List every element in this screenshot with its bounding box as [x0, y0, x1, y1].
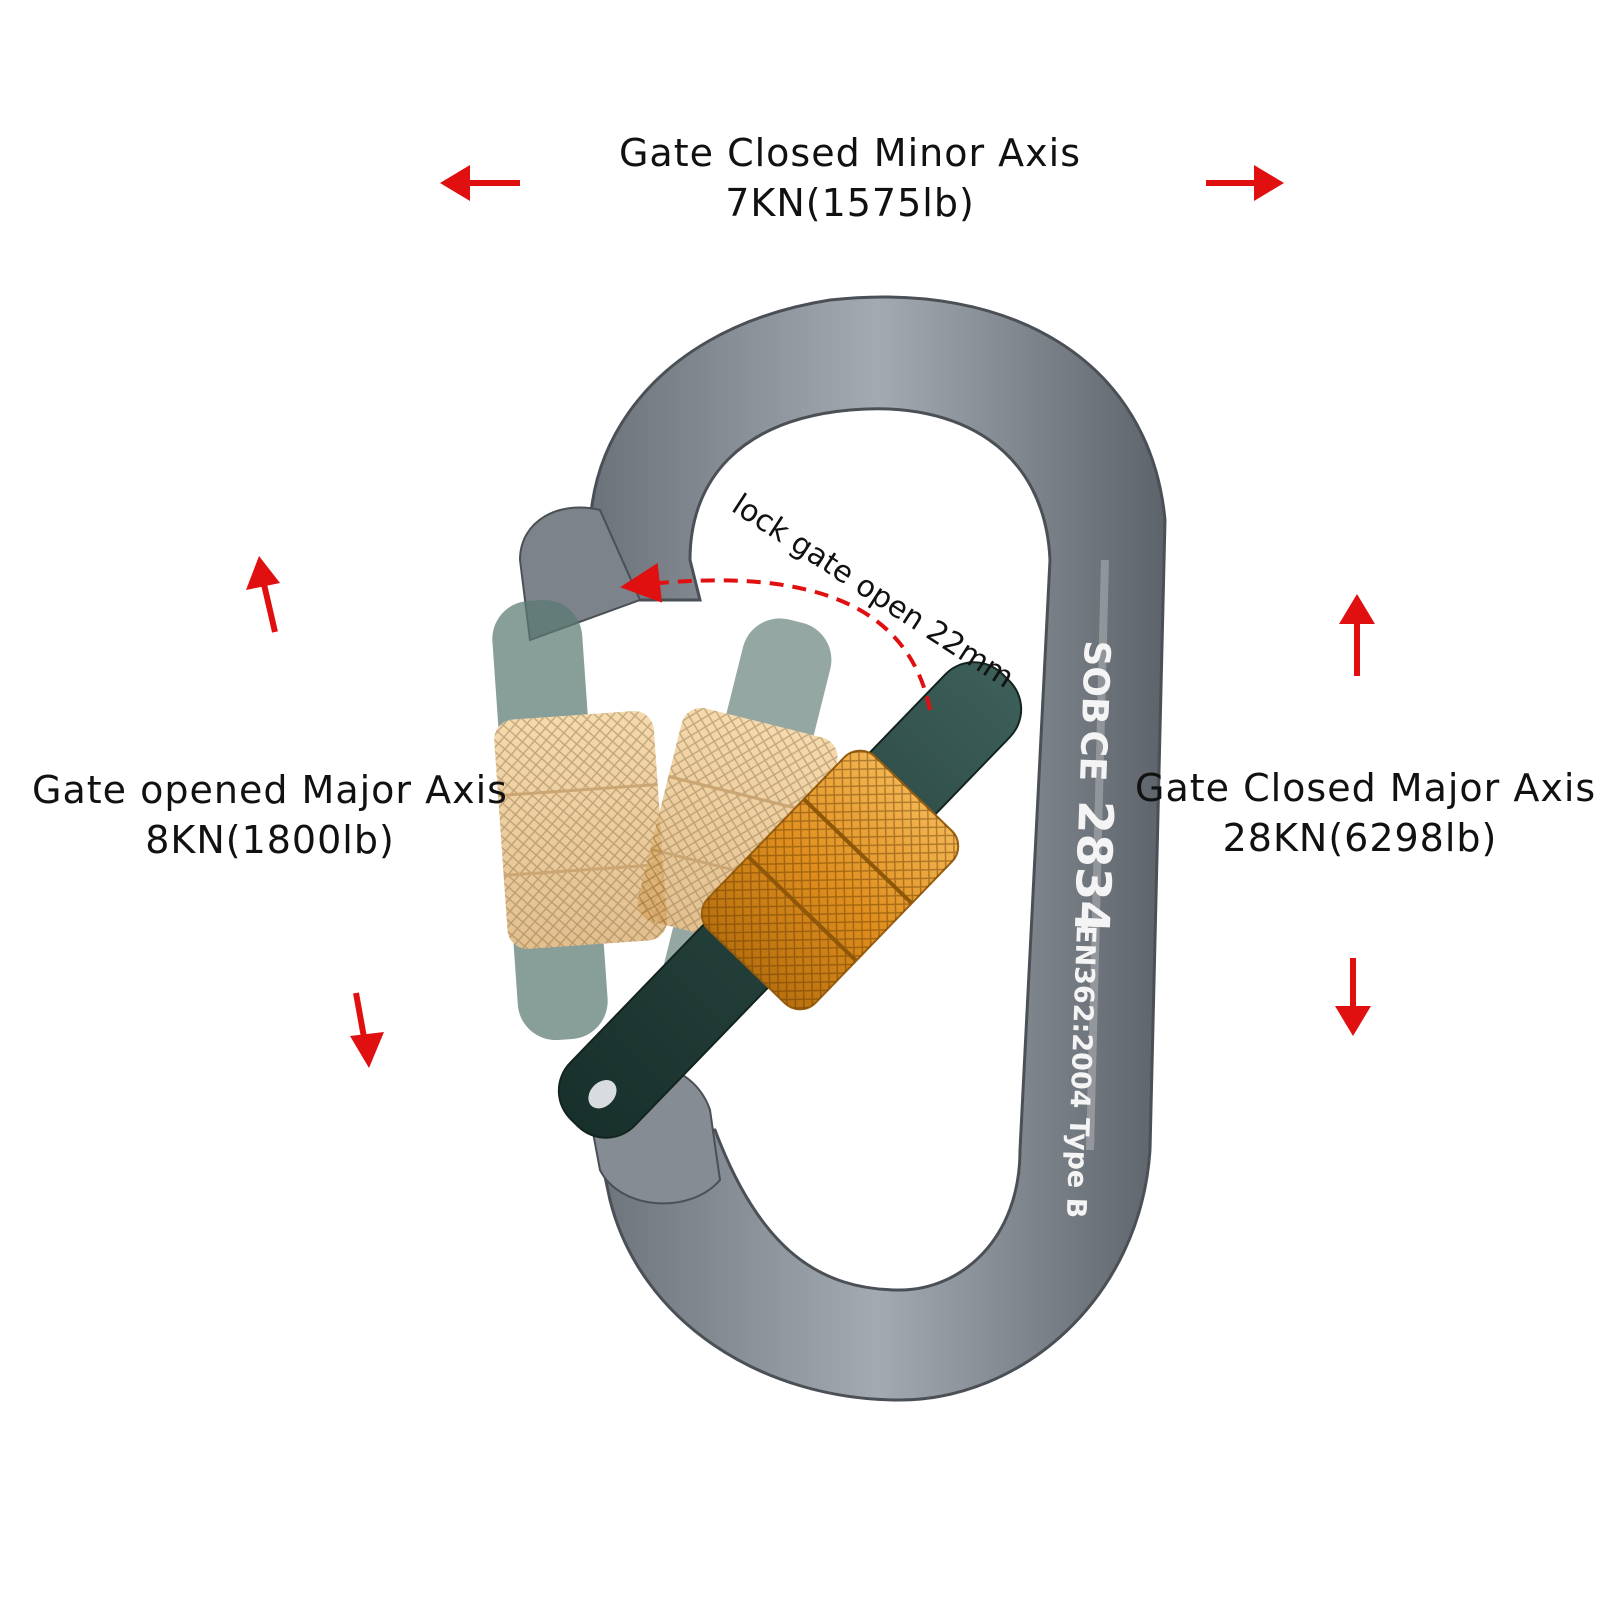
- engraving-number: 2834: [1063, 799, 1124, 934]
- gate-open: [557, 661, 1023, 1139]
- engraving-mark: CE: [1071, 730, 1114, 782]
- gate-open-arc-arrow: [620, 562, 932, 711]
- minor-axis-label: Gate Closed Minor Axis 7KN(1575lb): [600, 128, 1100, 228]
- closed-major-axis-title: Gate Closed Major Axis: [1135, 766, 1597, 810]
- opened-major-axis-label: Gate opened Major Axis 8KN(1800lb): [20, 765, 520, 865]
- minor-axis-title: Gate Closed Minor Axis: [618, 131, 1082, 175]
- opened-major-axis-value: 8KN(1800lb): [145, 818, 395, 862]
- closed-major-axis-arrows: [1335, 594, 1375, 1036]
- minor-axis-value: 7KN(1575lb): [725, 181, 975, 225]
- gate-closed-ghost: [492, 599, 668, 1041]
- opened-major-axis-arrows: [246, 556, 384, 1068]
- closed-major-axis-label: Gate Closed Major Axis 28KN(6298lb): [1135, 763, 1597, 863]
- engraving-brand: SOB: [1073, 640, 1117, 725]
- opened-major-axis-title: Gate opened Major Axis: [32, 768, 508, 812]
- minor-axis-arrows: [440, 165, 1284, 201]
- closed-major-axis-value: 28KN(6298lb): [1222, 816, 1498, 860]
